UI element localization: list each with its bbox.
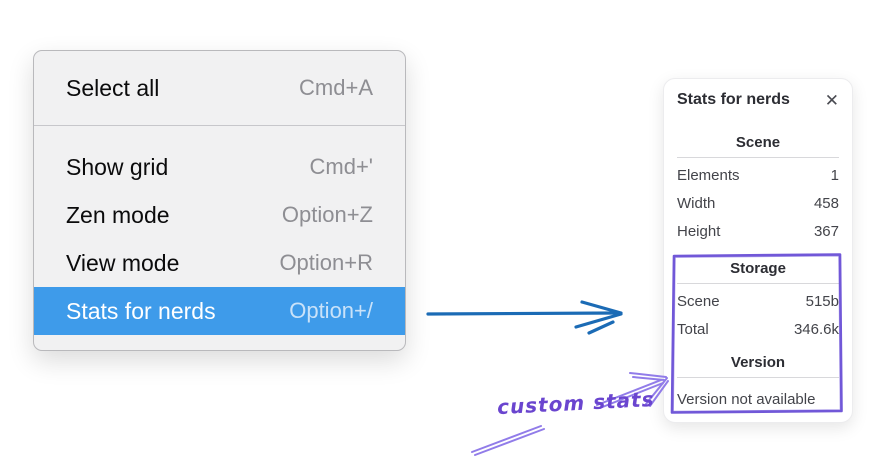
stat-label: Width bbox=[677, 195, 716, 212]
scene-rows: Elements 1 Width 458 Height 367 bbox=[677, 162, 839, 246]
close-icon[interactable]: ✕ bbox=[824, 90, 839, 110]
stats-panel: Stats for nerds ✕ Scene Elements 1 Width… bbox=[663, 78, 853, 423]
menu-item-stats-for-nerds[interactable]: Stats for nerds Option+/ bbox=[34, 287, 405, 335]
menu-separator bbox=[34, 125, 405, 126]
stat-label: Total bbox=[677, 321, 709, 338]
menu-item-shortcut: Option+/ bbox=[289, 298, 373, 323]
flow-arrow-icon bbox=[426, 300, 623, 335]
section-heading-scene: Scene bbox=[735, 134, 781, 151]
context-menu: Select all Cmd+A Show grid Cmd+' Zen mod… bbox=[33, 50, 406, 351]
menu-item-select-all[interactable]: Select all Cmd+A bbox=[34, 64, 405, 112]
stat-label: Elements bbox=[677, 167, 740, 184]
stat-value: 458 bbox=[813, 195, 839, 212]
stat-row-scene-size: Scene 515b bbox=[677, 288, 839, 316]
menu-item-label: Select all bbox=[66, 74, 160, 101]
section-divider bbox=[677, 377, 839, 378]
menu-item-shortcut: Cmd+' bbox=[309, 154, 374, 179]
section-divider bbox=[677, 157, 839, 158]
menu-item-show-grid[interactable]: Show grid Cmd+' bbox=[34, 143, 405, 191]
stat-row-width: Width 458 bbox=[677, 190, 839, 218]
section-divider bbox=[677, 283, 839, 284]
menu-item-label: Stats for nerds bbox=[66, 297, 216, 324]
menu-item-view-mode[interactable]: View mode Option+R bbox=[34, 239, 405, 287]
stat-row-total-size: Total 346.6k bbox=[677, 316, 839, 344]
stat-value: 346.6k bbox=[793, 321, 839, 338]
stat-value: 1 bbox=[830, 167, 839, 184]
stat-row-elements: Elements 1 bbox=[677, 162, 839, 190]
version-note: Version not available bbox=[677, 391, 816, 408]
stat-label: Height bbox=[677, 223, 721, 240]
stat-value: 515b bbox=[805, 293, 839, 310]
menu-item-label: View mode bbox=[66, 249, 180, 276]
stats-panel-title: Stats for nerds bbox=[677, 91, 790, 108]
menu-item-shortcut: Option+Z bbox=[281, 202, 373, 227]
section-heading-version: Version bbox=[730, 354, 786, 371]
stats-panel-header: Stats for nerds ✕ bbox=[677, 89, 839, 111]
stat-label: Scene bbox=[677, 293, 720, 310]
annotation-custom-stats: custom stats bbox=[496, 386, 656, 420]
section-heading-storage: Storage bbox=[730, 260, 786, 277]
menu-item-shortcut: Option+R bbox=[279, 250, 373, 275]
stat-value: 367 bbox=[813, 223, 839, 240]
annotation-arrow-icon bbox=[471, 372, 669, 456]
menu-item-label: Zen mode bbox=[66, 201, 170, 228]
menu-item-label: Show grid bbox=[66, 153, 169, 180]
stat-row-height: Height 367 bbox=[677, 218, 839, 246]
menu-item-zen-mode[interactable]: Zen mode Option+Z bbox=[34, 191, 405, 239]
storage-rows: Scene 515b Total 346.6k bbox=[677, 288, 839, 344]
menu-item-shortcut: Cmd+A bbox=[299, 75, 373, 100]
